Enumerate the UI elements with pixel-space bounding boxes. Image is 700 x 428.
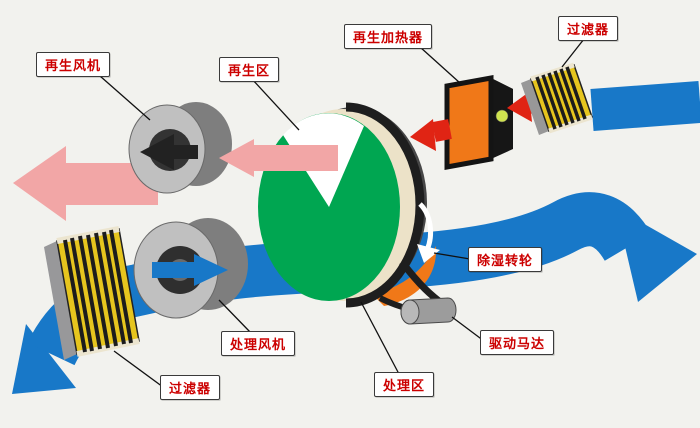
label-dehumid-wheel: 除湿转轮 xyxy=(468,247,543,272)
leader-process-fan xyxy=(218,299,252,334)
rotation-arrow-arc xyxy=(418,202,434,251)
filter-bottom-side xyxy=(44,241,77,360)
process-fan xyxy=(133,218,248,319)
regen-exhaust-arrow xyxy=(13,146,158,221)
hot-air-arrowhead-inlet xyxy=(507,92,532,122)
label-regen-heater: 再生加热器 xyxy=(344,24,433,49)
regen-air-inlet-band xyxy=(590,81,700,131)
filter-bottom-left xyxy=(44,226,140,360)
drive-motor xyxy=(400,297,457,325)
supply-air-band xyxy=(384,192,652,289)
label-regen-fan: 再生风机 xyxy=(36,52,111,77)
filter-top-side xyxy=(521,79,549,135)
leader-regen-zone xyxy=(251,78,300,131)
wedge-exhaust-arrowhead xyxy=(219,139,254,177)
label-filter-bottom: 过滤器 xyxy=(160,375,221,400)
leader-process-zone xyxy=(360,301,400,375)
leader-filter-bottom xyxy=(113,350,164,388)
heater-front-face xyxy=(444,75,494,170)
leader-regen-fan xyxy=(99,75,151,121)
filter-top-right xyxy=(521,62,593,135)
process-air-inlet-arrowhead xyxy=(12,324,76,394)
label-process-fan: 处理风机 xyxy=(221,331,296,356)
regen-exhaust-arrowhead xyxy=(13,146,66,221)
label-drive-motor: 驱动马达 xyxy=(480,330,555,355)
regen-fan xyxy=(128,102,232,194)
filter-bottom-pleats xyxy=(63,229,133,353)
supply-air-arrowhead xyxy=(616,208,697,302)
regen-heater xyxy=(444,75,513,170)
leader-lines xyxy=(99,38,585,388)
label-regen-zone: 再生区 xyxy=(219,57,280,82)
label-filter-top: 过滤器 xyxy=(558,16,619,41)
drive-motor-cap xyxy=(400,299,420,325)
label-process-zone: 处理区 xyxy=(374,372,435,397)
leader-regen-heater xyxy=(419,46,461,84)
leader-drive-motor xyxy=(451,316,485,342)
leader-wheel xyxy=(433,252,471,260)
hot-air-arrowhead-outlet xyxy=(410,119,436,151)
regen-air-inlet-duct xyxy=(590,81,700,131)
regen-fan-flow-arrowhead xyxy=(140,134,174,170)
hot-air-band-outlet xyxy=(432,119,452,142)
heater-indicator-light xyxy=(495,109,509,123)
process-fan-flow-arrowhead xyxy=(194,254,228,286)
rotation-arrow xyxy=(417,202,440,263)
supply-air-arrow xyxy=(384,192,697,302)
wedge-exhaust-arrow xyxy=(219,139,338,177)
leader-filter-top xyxy=(561,38,585,68)
filter-top-pleats xyxy=(535,66,587,130)
rotation-arrowhead xyxy=(417,244,440,263)
